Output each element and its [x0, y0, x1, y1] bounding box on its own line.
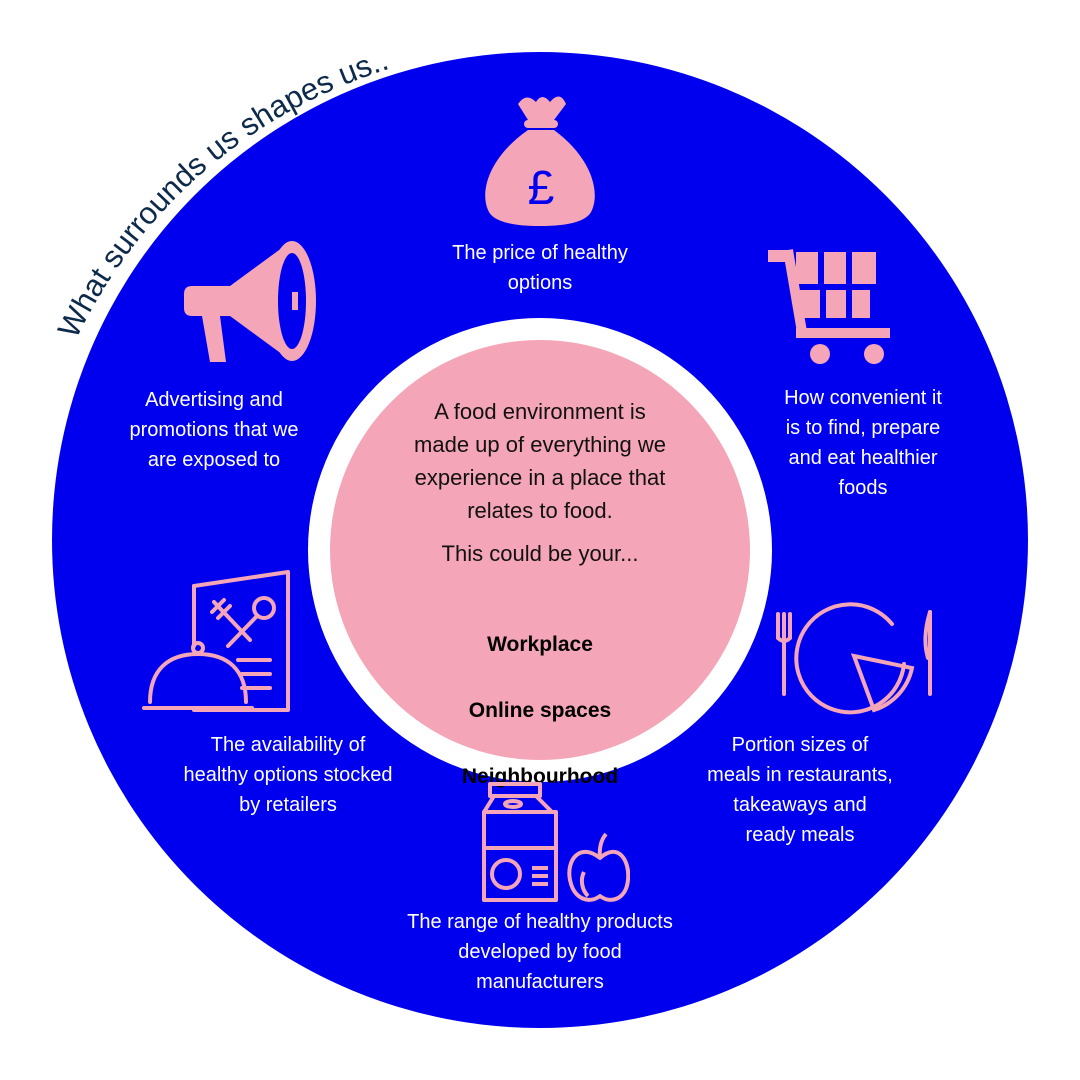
svg-text:£: £: [528, 162, 555, 215]
center-definition: A food environment is made up of everyth…: [414, 399, 666, 523]
menu-cloche-icon: [142, 570, 290, 712]
factor-label-convenience: How convenient it is to find, prepare an…: [784, 387, 942, 499]
milk-carton-apple-icon: [482, 782, 630, 902]
center-prompt: This could be your...: [441, 541, 639, 566]
megaphone-icon: [184, 241, 316, 362]
center-disc: [330, 340, 750, 760]
shopping-cart-icon: [768, 249, 890, 364]
factor-label-product-range: The range of healthy products developed …: [407, 911, 673, 993]
factor-label-price: The price of healthy options: [452, 242, 628, 294]
factor-label-portion-sizes: Portion sizes of meals in restaurants, t…: [707, 734, 893, 846]
money-bag-pound-icon: £: [485, 96, 595, 226]
place-online-spaces: Online spaces: [468, 699, 612, 722]
factor-label-availability: The availability of healthy options stoc…: [183, 734, 393, 816]
plate-cutlery-icon: [776, 602, 932, 715]
place-workplace: Workplace: [487, 633, 593, 656]
factor-label-advertising: Advertising and promotions that we are e…: [129, 389, 299, 471]
